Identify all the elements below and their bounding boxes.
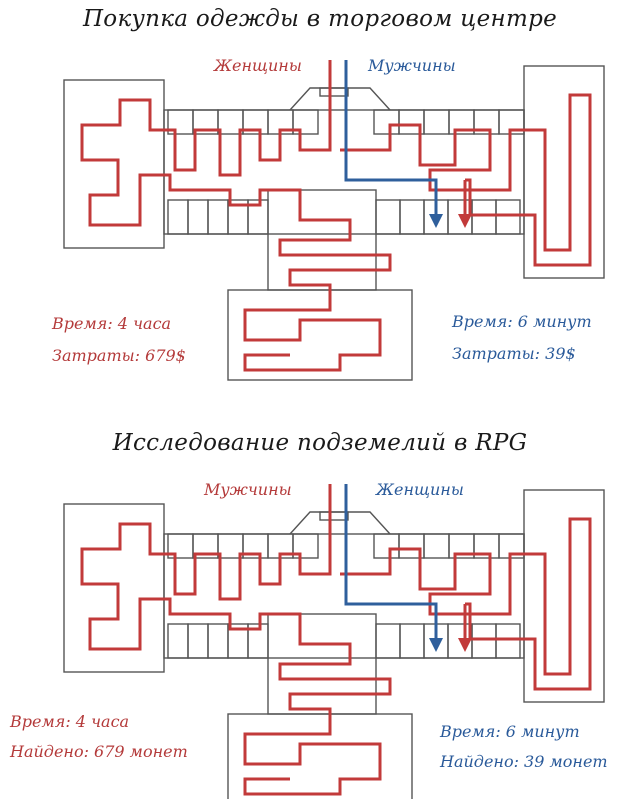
- comparison-panel-bottom: Исследование подземелий в RPG Мужчины Же…: [0, 400, 640, 799]
- red-arrow-head: [458, 638, 472, 652]
- right-found-stat: Найдено: 39 монет: [440, 752, 608, 771]
- stall-bottom-left: [207, 199, 229, 235]
- stall-bottom-left: [207, 623, 229, 659]
- entrance: [289, 511, 391, 535]
- mall-floor-map: [63, 60, 605, 381]
- corridor: [163, 109, 525, 235]
- right-cost-stat: Затраты: 39$: [452, 344, 576, 363]
- stall-bottom-left: [247, 199, 269, 235]
- entrance-door: [319, 87, 349, 97]
- stall-bottom-right: [471, 623, 497, 659]
- room-south: [227, 289, 413, 381]
- short-path-blue: [344, 60, 438, 218]
- comparison-panel-top: Покупка одежды в торговом центре Женщины…: [52, 6, 605, 381]
- long-path-red: [80, 484, 392, 796]
- long-path-red-east: [340, 93, 592, 267]
- red-arrow-head: [458, 214, 472, 228]
- stall-top-left: [292, 109, 319, 135]
- stall-bottom-right: [399, 623, 425, 659]
- right-time-stat: Время: 6 минут: [452, 312, 592, 331]
- stall-bottom-right: [399, 199, 425, 235]
- map-group: [63, 484, 605, 799]
- stall-top-right: [423, 109, 450, 135]
- room-center: [267, 189, 377, 291]
- left-time-stat: Время: 4 часа: [52, 314, 172, 333]
- stall-bottom-right: [375, 199, 401, 235]
- left-path-label: Женщины: [214, 56, 302, 75]
- stall-top-left: [292, 533, 319, 559]
- stall-top-right: [423, 533, 450, 559]
- stall-bottom-right: [495, 199, 521, 235]
- corridor: [163, 533, 525, 659]
- panel-title: Исследование подземелий в RPG: [112, 430, 528, 456]
- room-center: [267, 613, 377, 715]
- right-path-label: Женщины: [376, 480, 464, 499]
- blue-arrow-head: [429, 214, 443, 228]
- stall-top-right: [373, 533, 400, 559]
- left-path-label: Мужчины: [204, 480, 292, 499]
- map-group: [63, 60, 605, 381]
- stall-bottom-left: [167, 199, 189, 235]
- short-path-blue: [344, 484, 438, 642]
- long-path-red: [80, 60, 392, 372]
- dungeon-floor-map: [63, 484, 605, 799]
- panel-title: Покупка одежды в торговом центре: [82, 6, 558, 32]
- right-path-label: Мужчины: [368, 56, 456, 75]
- stall-top-right: [373, 109, 400, 135]
- left-cost-stat: Затраты: 679$: [52, 346, 186, 365]
- stall-bottom-right: [495, 623, 521, 659]
- right-time-stat: Время: 6 минут: [440, 722, 580, 741]
- stall-bottom-left: [247, 623, 269, 659]
- room-south: [227, 713, 413, 799]
- stall-bottom-left: [187, 623, 209, 659]
- stall-bottom-right: [471, 199, 497, 235]
- long-path-red-east: [340, 517, 592, 691]
- stall-bottom-left: [187, 199, 209, 235]
- stall-bottom-left: [167, 623, 189, 659]
- left-found-stat: Найдено: 679 монет: [10, 742, 188, 761]
- entrance-door: [319, 511, 349, 521]
- entrance: [289, 87, 391, 111]
- stall-bottom-right: [375, 623, 401, 659]
- blue-arrow-head: [429, 638, 443, 652]
- left-time-stat: Время: 4 часа: [10, 712, 130, 731]
